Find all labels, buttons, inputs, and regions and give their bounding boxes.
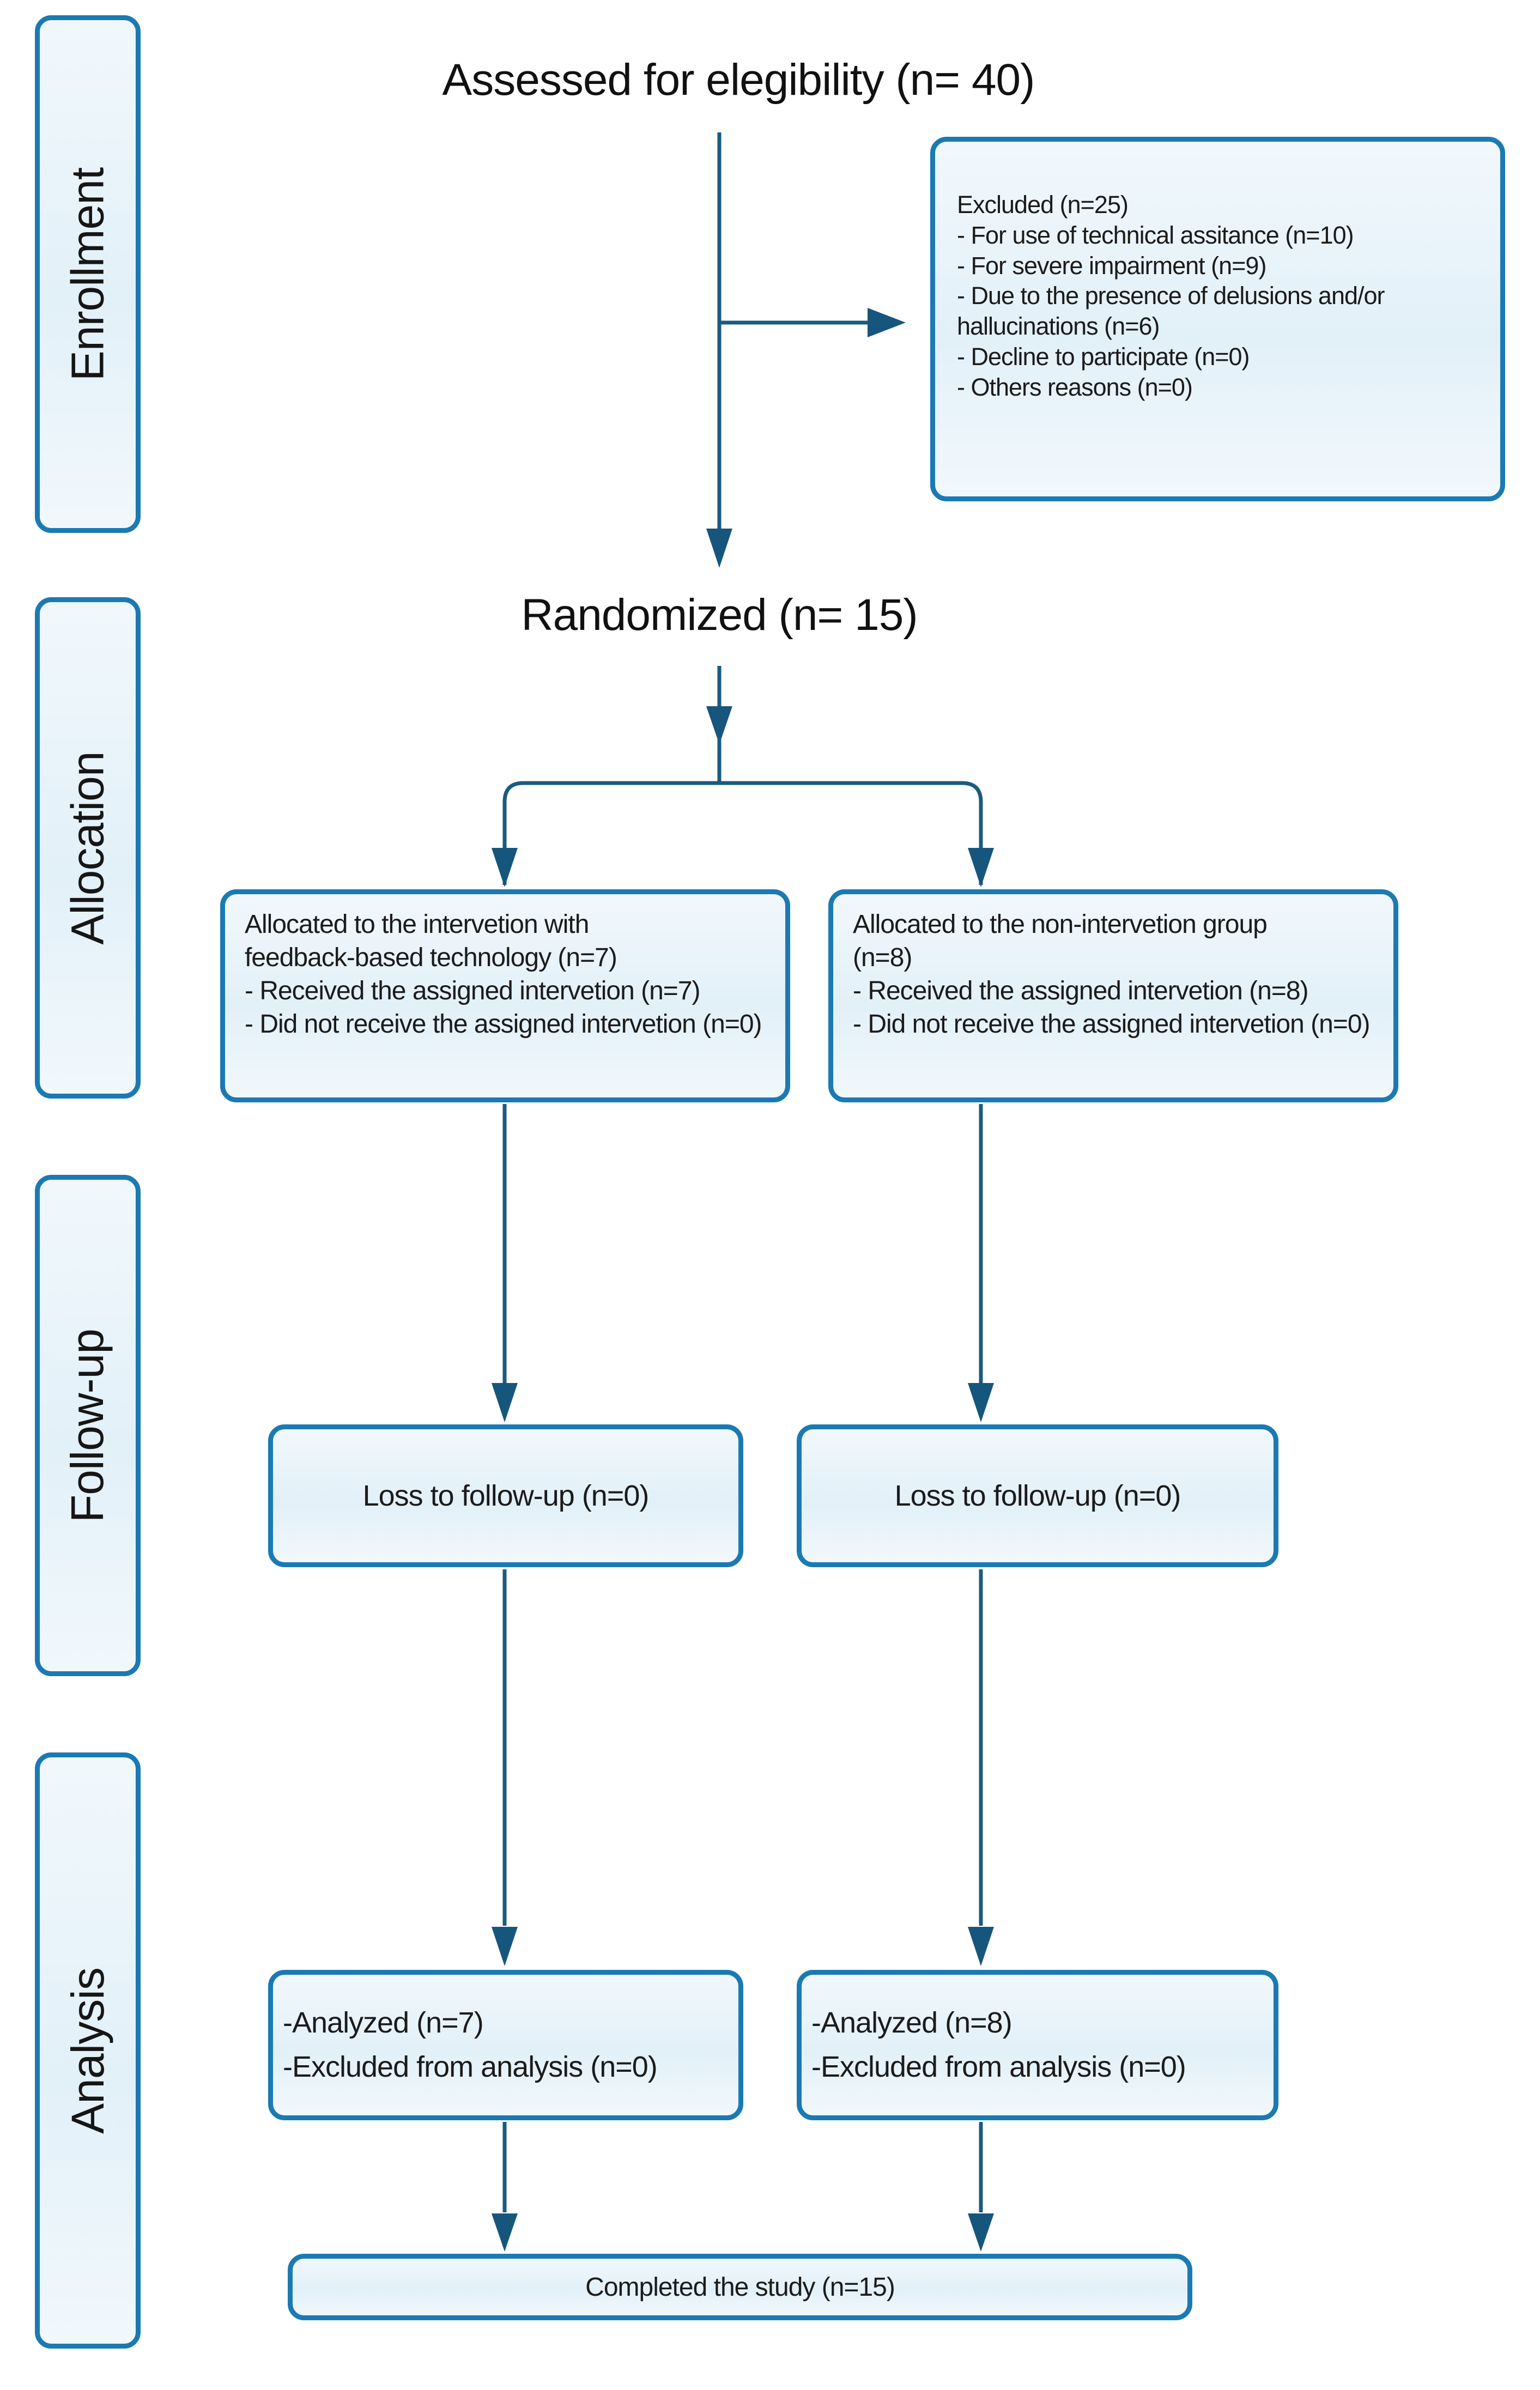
allocation-left-item: - Received the assigned intervetion (n=7… [245, 976, 701, 1005]
sidebar-stage-allocation: Allocation [35, 597, 141, 1099]
assessed-title: Assessed for elegibility (n= 40) [442, 55, 1035, 105]
randomized-title: Randomized (n= 15) [521, 590, 918, 640]
arrowhead-down-randomized-icon [706, 529, 732, 568]
arrowhead-completed-right-icon [968, 2213, 994, 2252]
excluded-title: Excluded (n=25) [957, 191, 1129, 219]
arrowhead-completed-left-icon [492, 2213, 518, 2252]
analysis-left-box: -Analyzed (n=7) -Excluded from analysis … [268, 1970, 743, 2120]
analysis-right-box: -Analyzed (n=8) -Excluded from analysis … [797, 1970, 1278, 2120]
allocation-right-item: - Received the assigned intervetion (n=8… [853, 976, 1309, 1005]
arrowhead-followup-right-icon [968, 1383, 994, 1422]
analysis-right-item: -Analyzed (n=8) [811, 2006, 1012, 2039]
allocation-intervention-box: Allocated to the intervetion with feedba… [220, 889, 790, 1102]
allocation-left-title-line2: feedback-based technology (n=7) [245, 943, 617, 972]
analysis-right-item: -Excluded from analysis (n=0) [811, 2051, 1186, 2083]
followup-right-text: Loss to follow-up (n=0) [894, 1479, 1181, 1512]
analysis-label: Analysis [62, 1967, 113, 2134]
arrowhead-right-excluded-icon [868, 308, 906, 337]
excluded-item: - Decline to participate (n=0) [957, 342, 1250, 371]
analysis-left-item: -Analyzed (n=7) [283, 2006, 484, 2039]
followup-label: Follow-up [62, 1329, 113, 1522]
excluded-box: Excluded (n=25) - For use of technical a… [930, 137, 1505, 501]
completed-box: Completed the study (n=15) [288, 2254, 1192, 2320]
sidebar-stage-analysis: Analysis [35, 1752, 141, 2349]
arrowhead-allocation-right-icon [968, 848, 994, 887]
arrowhead-allocation-left-icon [492, 848, 518, 887]
excluded-item: - For use of technical assitance (n=10) [957, 221, 1354, 249]
followup-left-box: Loss to follow-up (n=0) [268, 1424, 743, 1567]
arrowhead-analysis-left-icon [492, 1927, 518, 1966]
excluded-item: - Others reasons (n=0) [957, 373, 1193, 401]
allocation-right-title-line1: Allocated to the non-intervetion group [853, 910, 1268, 939]
arrowhead-down-split-icon [706, 706, 732, 744]
sidebar-stage-followup: Follow-up [35, 1175, 141, 1676]
allocation-right-item: - Did not receive the assigned interveti… [853, 1009, 1371, 1039]
completed-text: Completed the study (n=15) [585, 2272, 895, 2302]
sidebar-stage-enrollment: Enrollment [35, 15, 141, 533]
allocation-nonintervention-box: Allocated to the non-intervetion group (… [828, 889, 1398, 1102]
arrowhead-analysis-right-icon [968, 1927, 994, 1966]
excluded-item: - Due to the presence of delusions and/o… [957, 282, 1385, 341]
followup-right-box: Loss to follow-up (n=0) [797, 1424, 1278, 1567]
arrowhead-followup-left-icon [492, 1383, 518, 1422]
analysis-left-item: -Excluded from analysis (n=0) [283, 2051, 658, 2083]
allocation-label: Allocation [62, 751, 113, 945]
allocation-left-item: - Did not receive the assigned interveti… [245, 1009, 762, 1039]
allocation-left-title-line1: Allocated to the intervetion with [245, 910, 589, 939]
followup-left-text: Loss to follow-up (n=0) [362, 1479, 650, 1512]
allocation-right-title-line2: (n=8) [853, 943, 912, 972]
branch-to-allocations [502, 781, 983, 885]
excluded-item: - For severe impairment (n=9) [957, 251, 1266, 280]
enrollment-label: Enrollment [62, 167, 113, 381]
